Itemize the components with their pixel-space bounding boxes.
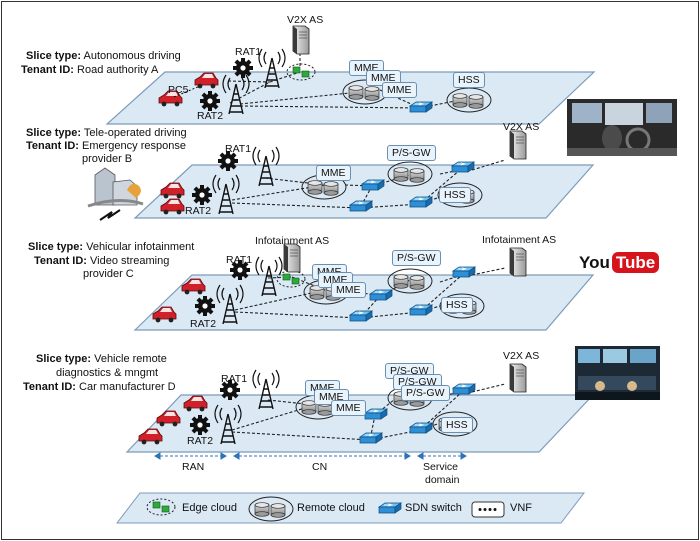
legend: [115, 492, 586, 524]
mme-label: MME: [382, 82, 417, 98]
gear-icon: [192, 185, 212, 205]
slice-2-tenant: Tenant ID: Emergency response: [26, 140, 186, 152]
domain-label: domain: [425, 474, 460, 486]
hss-label: HSS: [441, 417, 473, 433]
gear-icon: [190, 415, 210, 435]
gear-icon: [233, 58, 253, 78]
sdn-switch-icon: [452, 383, 476, 395]
slice-4-type: Slice type: Vehicle remote: [36, 353, 167, 365]
hss-label: HSS: [453, 72, 485, 88]
mme-label: MME: [331, 400, 366, 416]
v2x-as-label: V2X AS: [503, 350, 540, 362]
sdn-switch-icon: [409, 304, 433, 316]
slice-4-type-line2: diagnostics & mngmt: [56, 367, 159, 379]
remote-driving-photo: [567, 99, 677, 156]
rat1-label: RAT1: [221, 373, 248, 385]
sdn-switch-icon: [451, 161, 475, 173]
mme-label: MME: [331, 282, 366, 298]
service-label: Service: [423, 461, 459, 473]
slice-3-type: Slice type: Vehicular infotainment: [28, 241, 195, 253]
sdn-switch-legend-icon: [378, 502, 402, 514]
psgw-label: P/S-GW: [401, 385, 450, 401]
sdn-switch-icon: [349, 310, 373, 322]
legend-sdn-label: SDN switch: [405, 502, 462, 514]
rat2-label: RAT2: [185, 205, 212, 217]
server-icon: [509, 363, 527, 393]
server-icon: [509, 130, 527, 160]
rat2-label: RAT2: [187, 435, 214, 447]
slice-2-tenant-line2: provider B: [82, 153, 133, 165]
sdn-switch-icon: [359, 432, 383, 444]
pc5-label: PC5: [168, 84, 189, 96]
vnf-legend-icon: [471, 501, 505, 518]
v2x-as-label: V2X AS: [287, 14, 324, 26]
sdn-switch-icon: [369, 289, 393, 301]
domain-axis: [154, 452, 467, 460]
server-icon: [509, 247, 527, 277]
pc5-link: [173, 85, 201, 98]
sdn-switch-icon: [364, 408, 388, 420]
rat2-label: RAT2: [190, 318, 217, 330]
sdn-switch-icon: [409, 101, 433, 113]
slice-3-tenant: Tenant ID: Video streaming: [34, 255, 170, 267]
v2x-as-label: V2X AS: [503, 121, 540, 133]
slice-2-type: Slice type: Tele-operated driving: [26, 127, 187, 139]
ran-label: RAN: [182, 461, 205, 473]
server-icon: [292, 25, 310, 55]
legend-remote-label: Remote cloud: [297, 502, 365, 514]
legend-vnf-label: VNF: [510, 502, 532, 514]
server-icon: [283, 243, 301, 273]
rat2-label: RAT2: [197, 110, 224, 122]
gear-icon: [200, 91, 220, 111]
infotainment-as-label: Infotainment AS: [255, 235, 330, 247]
slice-4-tenant: Tenant ID: Car manufacturer D: [23, 381, 176, 393]
cn-label: CN: [312, 461, 328, 473]
psgw-label: P/S-GW: [392, 250, 441, 266]
sdn-switch-icon: [361, 179, 385, 191]
psgw-label: P/S-GW: [387, 145, 436, 161]
hss-label: HSS: [441, 297, 473, 313]
rat1-label: RAT1: [225, 143, 252, 155]
slice-3-tenant-line2: provider C: [83, 268, 134, 280]
control-room-photo: [575, 346, 660, 400]
rat1-label: RAT1: [235, 46, 262, 58]
emergency-building-icon: [87, 167, 144, 221]
sdn-switch-icon: [409, 422, 433, 434]
hss-label: HSS: [439, 187, 471, 203]
rat1-label: RAT1: [226, 254, 253, 266]
sdn-switch-icon: [409, 196, 433, 208]
legend-edge-label: Edge cloud: [182, 502, 238, 514]
slice-1-tenant: Tenant ID: Road authority A: [21, 64, 159, 76]
mme-label: MME: [316, 165, 351, 181]
sdn-switch-icon: [452, 266, 476, 278]
slice-1-type: Slice type: Autonomous driving: [26, 50, 181, 62]
sdn-switch-icon: [349, 200, 373, 212]
infotainment-as-label: Infotainment AS: [482, 234, 557, 246]
gear-icon: [195, 296, 215, 316]
